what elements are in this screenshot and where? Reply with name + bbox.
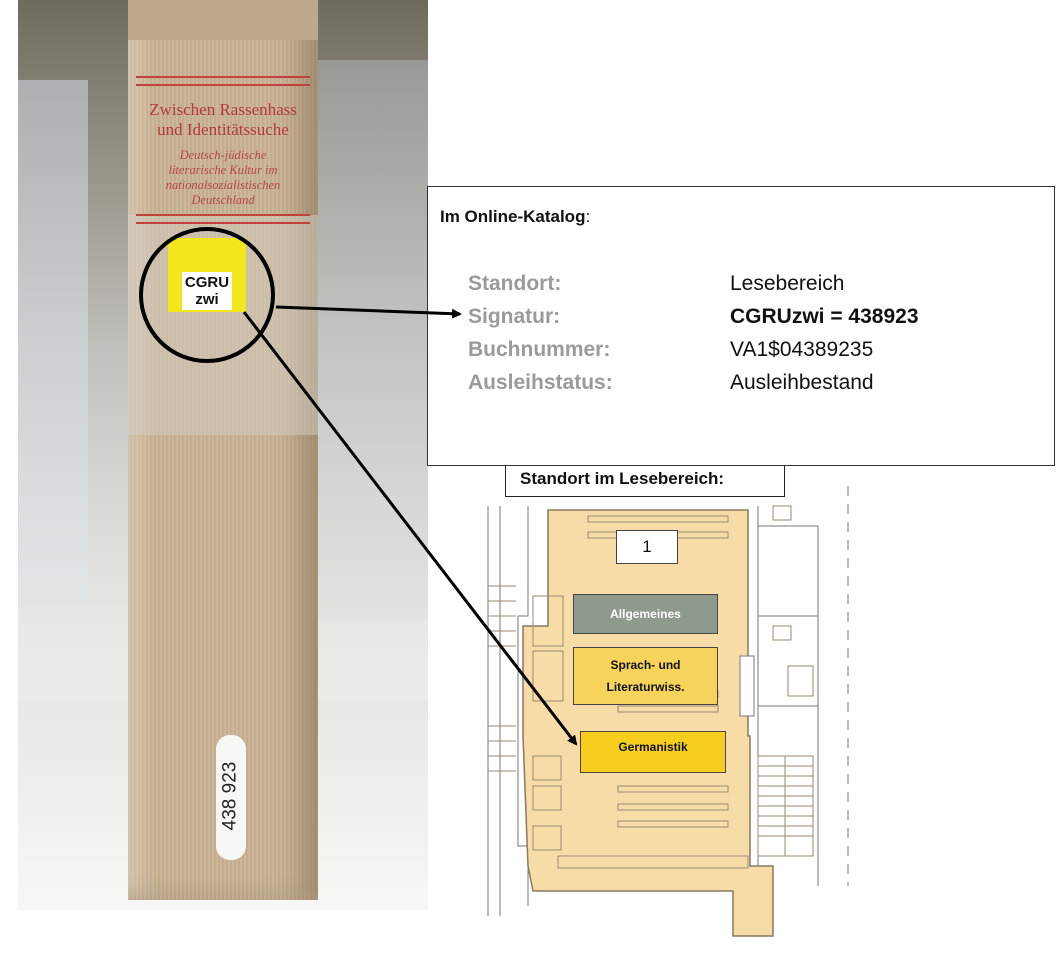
catalog-heading-colon: : <box>585 207 591 226</box>
catalog-value: VA1$04389235 <box>730 338 874 361</box>
barcode-label: 438 923 <box>216 735 246 860</box>
zone-germanistik: Germanistik <box>580 731 726 773</box>
catalog-heading-text: Im Online-Katalog <box>440 207 586 226</box>
zone-label: Sprach- und Literaturwiss. <box>606 658 685 694</box>
catalog-value: Ausleihbestand <box>730 371 874 394</box>
spine-rule <box>136 222 310 224</box>
arrow-to-germanistik <box>242 311 578 746</box>
arrow-to-catalog <box>275 305 462 319</box>
book-title: Zwischen Rassenhass und Identitätssuche <box>136 100 310 140</box>
catalog-value: CGRUzwi = 438923 <box>730 305 919 328</box>
book-subtitle-line: literarische Kultur im <box>168 163 278 177</box>
zone-sprach-literaturwiss: Sprach- und Literaturwiss. <box>573 647 718 705</box>
area-number: 1 <box>616 530 678 564</box>
highlight-circle <box>139 227 275 363</box>
catalog-key: Ausleihstatus: <box>468 371 613 394</box>
corner-windows <box>772 505 814 697</box>
spine-rule <box>136 84 310 86</box>
floor-sign <box>739 655 755 717</box>
online-catalog-box: Im Online-Katalog: Standort: Lesebereich… <box>427 186 1055 466</box>
zone-allgemeines: Allgemeines <box>573 594 718 634</box>
book-subtitle: Deutsch-jüdische literarische Kultur im … <box>136 148 310 208</box>
catalog-heading: Im Online-Katalog: <box>440 207 590 227</box>
catalog-key: Standort: <box>468 272 562 295</box>
book-photo: Zwischen Rassenhass und Identitätssuche … <box>18 0 428 910</box>
book-title-line: Zwischen Rassenhass <box>149 100 297 119</box>
catalog-key: Signatur: <box>468 305 561 328</box>
book-subtitle-line: nationalsozialistischen <box>165 178 281 192</box>
right-stairs <box>757 755 814 857</box>
zone-label: Allgemeines <box>610 607 681 621</box>
catalog-key: Buchnummer: <box>468 338 611 361</box>
spine-top-band <box>128 0 318 40</box>
floor-plan-heading-text: Standort im Lesebereich: <box>520 469 725 488</box>
zone-label: Germanistik <box>618 740 688 754</box>
book-subtitle-line: Deutsch-jüdische <box>179 148 267 162</box>
spine-rule <box>136 76 310 78</box>
shelves <box>532 515 749 869</box>
background-window <box>18 80 88 600</box>
left-stairs <box>488 585 516 772</box>
spine-rule <box>136 214 310 216</box>
catalog-value: Lesebereich <box>730 272 845 295</box>
book-subtitle-line: Deutschland <box>191 193 255 207</box>
book-title-line: und Identitätssuche <box>157 120 289 139</box>
